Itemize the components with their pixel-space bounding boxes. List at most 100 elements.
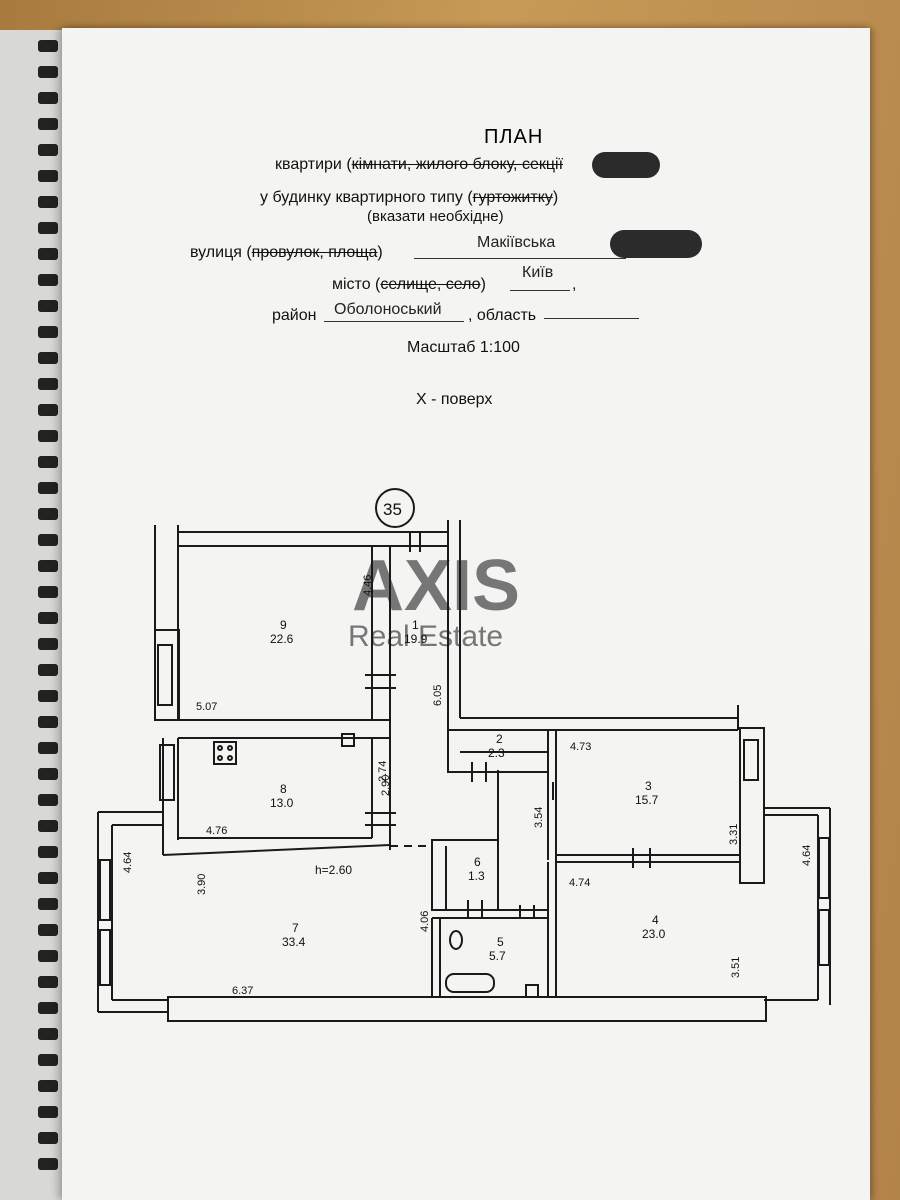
- district-value: Оболоноський: [334, 301, 442, 318]
- dimension-label: 2.74: [377, 761, 389, 782]
- binding-ring: [38, 1028, 58, 1040]
- dimension-label: 6.05: [432, 685, 444, 706]
- plan-walls: [97, 520, 831, 1022]
- room-number: 4: [652, 913, 659, 927]
- room-area: 1.3: [468, 869, 485, 883]
- room-area: 15.7: [635, 793, 659, 807]
- city-comma: ,: [572, 276, 577, 293]
- binding-ring: [38, 1080, 58, 1092]
- room-number: 5: [497, 935, 504, 949]
- binding-ring: [38, 716, 58, 728]
- binding-ring: [38, 404, 58, 416]
- binding-ring: [38, 820, 58, 832]
- line-building-type: у будинку квартирного типу (гуртожитку): [260, 189, 559, 206]
- binding-ring: [38, 872, 58, 884]
- room-area: 5.7: [489, 949, 506, 963]
- city-value: Київ: [522, 264, 554, 281]
- city-underline: [510, 290, 570, 291]
- spiral-binding: [38, 40, 60, 1200]
- document-title: ПЛАН: [484, 126, 544, 148]
- dimension-labels: 4.46 5.07 6.05 2.74 2.90 4.76 4.73 3.54 …: [122, 575, 813, 997]
- binding-ring: [38, 1054, 58, 1066]
- region-label: , область: [468, 307, 537, 324]
- binding-ring: [38, 430, 58, 442]
- room-area: 2.3: [488, 746, 505, 760]
- binding-ring: [38, 1002, 58, 1014]
- binding-ring: [38, 898, 58, 910]
- binding-ring: [38, 482, 58, 494]
- room-number: 6: [474, 855, 481, 869]
- dimension-label: 4.64: [801, 845, 813, 866]
- city-label: місто (селище, село): [332, 276, 486, 293]
- binding-ring: [38, 300, 58, 312]
- document-page: ПЛАН квартири (кімнати, жилого блоку, се…: [62, 28, 870, 1200]
- binding-ring: [38, 742, 58, 754]
- room-number: 3: [645, 779, 652, 793]
- binding-ring: [38, 1106, 58, 1118]
- dimension-label: 4.76: [206, 825, 227, 837]
- binding-ring: [38, 1132, 58, 1144]
- watermark-title: AXIS: [352, 546, 520, 626]
- binding-ring: [38, 222, 58, 234]
- binding-ring: [38, 638, 58, 650]
- room-area: 23.0: [642, 927, 666, 941]
- binding-ring: [38, 612, 58, 624]
- back-sheet: [0, 30, 70, 1200]
- room-number: 2: [496, 732, 503, 746]
- district-underline: [324, 321, 464, 322]
- dimension-label: 5.07: [196, 701, 217, 713]
- dimension-label: 3.54: [533, 807, 545, 828]
- binding-ring: [38, 92, 58, 104]
- binding-ring: [38, 534, 58, 546]
- dimension-label: 4.64: [122, 852, 134, 873]
- room-area: 33.4: [282, 935, 306, 949]
- binding-ring: [38, 768, 58, 780]
- floor-plan-drawing: AXIS Real Estate: [97, 488, 831, 1022]
- binding-ring: [38, 586, 58, 598]
- binding-ring: [38, 1158, 58, 1170]
- room-number: 8: [280, 782, 287, 796]
- binding-ring: [38, 378, 58, 390]
- room-labels: 9 22.6 1 19.9 8 13.0 2 2.3 3 15.7 6 1.3 …: [270, 618, 666, 963]
- binding-ring: [38, 274, 58, 286]
- dimension-label: 6.37: [232, 985, 253, 997]
- building-number-circle: [375, 488, 415, 528]
- binding-ring: [38, 846, 58, 858]
- binding-ring: [38, 196, 58, 208]
- binding-ring: [38, 326, 58, 338]
- binding-ring: [38, 352, 58, 364]
- binding-ring: [38, 118, 58, 130]
- floor-label: X - поверх: [416, 391, 493, 408]
- binding-ring: [38, 976, 58, 988]
- line-apartment-type: квартири (кімнати, жилого блоку, секції: [275, 156, 564, 173]
- room-area: 22.6: [270, 632, 294, 646]
- watermark-subtitle: Real Estate: [348, 620, 503, 653]
- dimension-label: 4.73: [570, 741, 591, 753]
- street-label: вулиця (провулок, площа): [190, 244, 383, 261]
- binding-ring: [38, 664, 58, 676]
- district-label: район: [272, 307, 317, 324]
- binding-ring: [38, 456, 58, 468]
- dimension-label: 4.46: [362, 575, 374, 596]
- dimension-label: 2.90: [380, 775, 392, 796]
- scale-label: Масштаб 1:100: [407, 339, 520, 356]
- binding-ring: [38, 248, 58, 260]
- ceiling-height-note: h=2.60: [315, 863, 352, 877]
- redaction-mark: [610, 230, 702, 258]
- room-number: 9: [280, 618, 287, 632]
- building-number: 35: [383, 500, 402, 519]
- line-specify-note: (вказати необхідне): [367, 208, 504, 225]
- room-area: 13.0: [270, 796, 294, 810]
- binding-ring: [38, 170, 58, 182]
- binding-ring: [38, 924, 58, 936]
- street-underline: [414, 258, 626, 259]
- binding-ring: [38, 794, 58, 806]
- dimension-label: 3.51: [730, 957, 742, 978]
- dimension-label: 3.90: [196, 874, 208, 895]
- room-area: 19.9: [404, 632, 428, 646]
- binding-ring: [38, 66, 58, 78]
- binding-ring: [38, 144, 58, 156]
- binding-ring: [38, 950, 58, 962]
- region-underline: [544, 318, 639, 319]
- binding-ring: [38, 508, 58, 520]
